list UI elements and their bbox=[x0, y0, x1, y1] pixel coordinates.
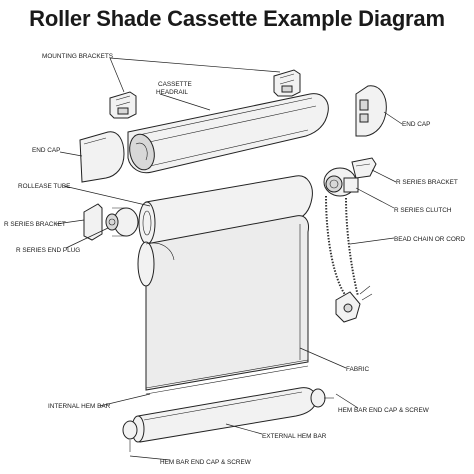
label-fabric: FABRIC bbox=[346, 366, 369, 373]
end-cap-right bbox=[355, 85, 387, 137]
bead-chain bbox=[325, 195, 373, 323]
label-r-series-clutch: R SERIES CLUTCH bbox=[394, 207, 452, 214]
label-r-series-bracket-right: R SERIES BRACKET bbox=[396, 179, 458, 186]
mounting-bracket-right bbox=[273, 69, 301, 97]
label-rollease-tube: ROLLEASE TUBE bbox=[18, 183, 70, 190]
r-series-bracket-right bbox=[351, 157, 377, 179]
r-series-end-plug bbox=[105, 207, 139, 237]
label-internal-hem-bar: INTERNAL HEM BAR bbox=[48, 403, 111, 410]
hem-bar-end-cap-bottom bbox=[122, 420, 138, 452]
hem-bar-end-cap-right bbox=[310, 388, 334, 408]
label-cassette-headrail-1: CASSETTE bbox=[158, 81, 192, 88]
label-hem-bar-end-cap-screw-bottom: HEM BAR END CAP & SCREW bbox=[160, 459, 252, 466]
label-end-cap-left: END CAP bbox=[32, 147, 60, 154]
label-cassette-headrail-2: HEADRAIL bbox=[156, 89, 188, 96]
end-cap-left bbox=[79, 131, 125, 183]
r-series-clutch bbox=[323, 167, 359, 197]
label-bead-chain-or-cord: BEAD CHAIN OR CORD bbox=[394, 236, 465, 243]
leader-lines bbox=[55, 57, 403, 461]
r-series-bracket-left bbox=[83, 203, 103, 241]
fabric bbox=[137, 215, 309, 391]
internal-hem-bar bbox=[145, 359, 309, 395]
label-external-hem-bar: EXTERNAL HEM BAR bbox=[262, 433, 327, 440]
label-end-cap-right: END CAP bbox=[402, 121, 430, 128]
label-hem-bar-end-cap-screw-right: HEM BAR END CAP & SCREW bbox=[338, 407, 430, 414]
diagram-title: Roller Shade Cassette Example Diagram bbox=[29, 6, 445, 31]
cassette-headrail bbox=[127, 93, 329, 174]
label-r-series-end-plug: R SERIES END PLUG bbox=[16, 247, 80, 254]
label-mounting-brackets: MOUNTING BRACKETS bbox=[42, 53, 113, 60]
rollease-tube bbox=[138, 175, 313, 245]
mounting-bracket-left bbox=[109, 91, 137, 119]
label-r-series-bracket-left: R SERIES BRACKET bbox=[4, 221, 66, 228]
